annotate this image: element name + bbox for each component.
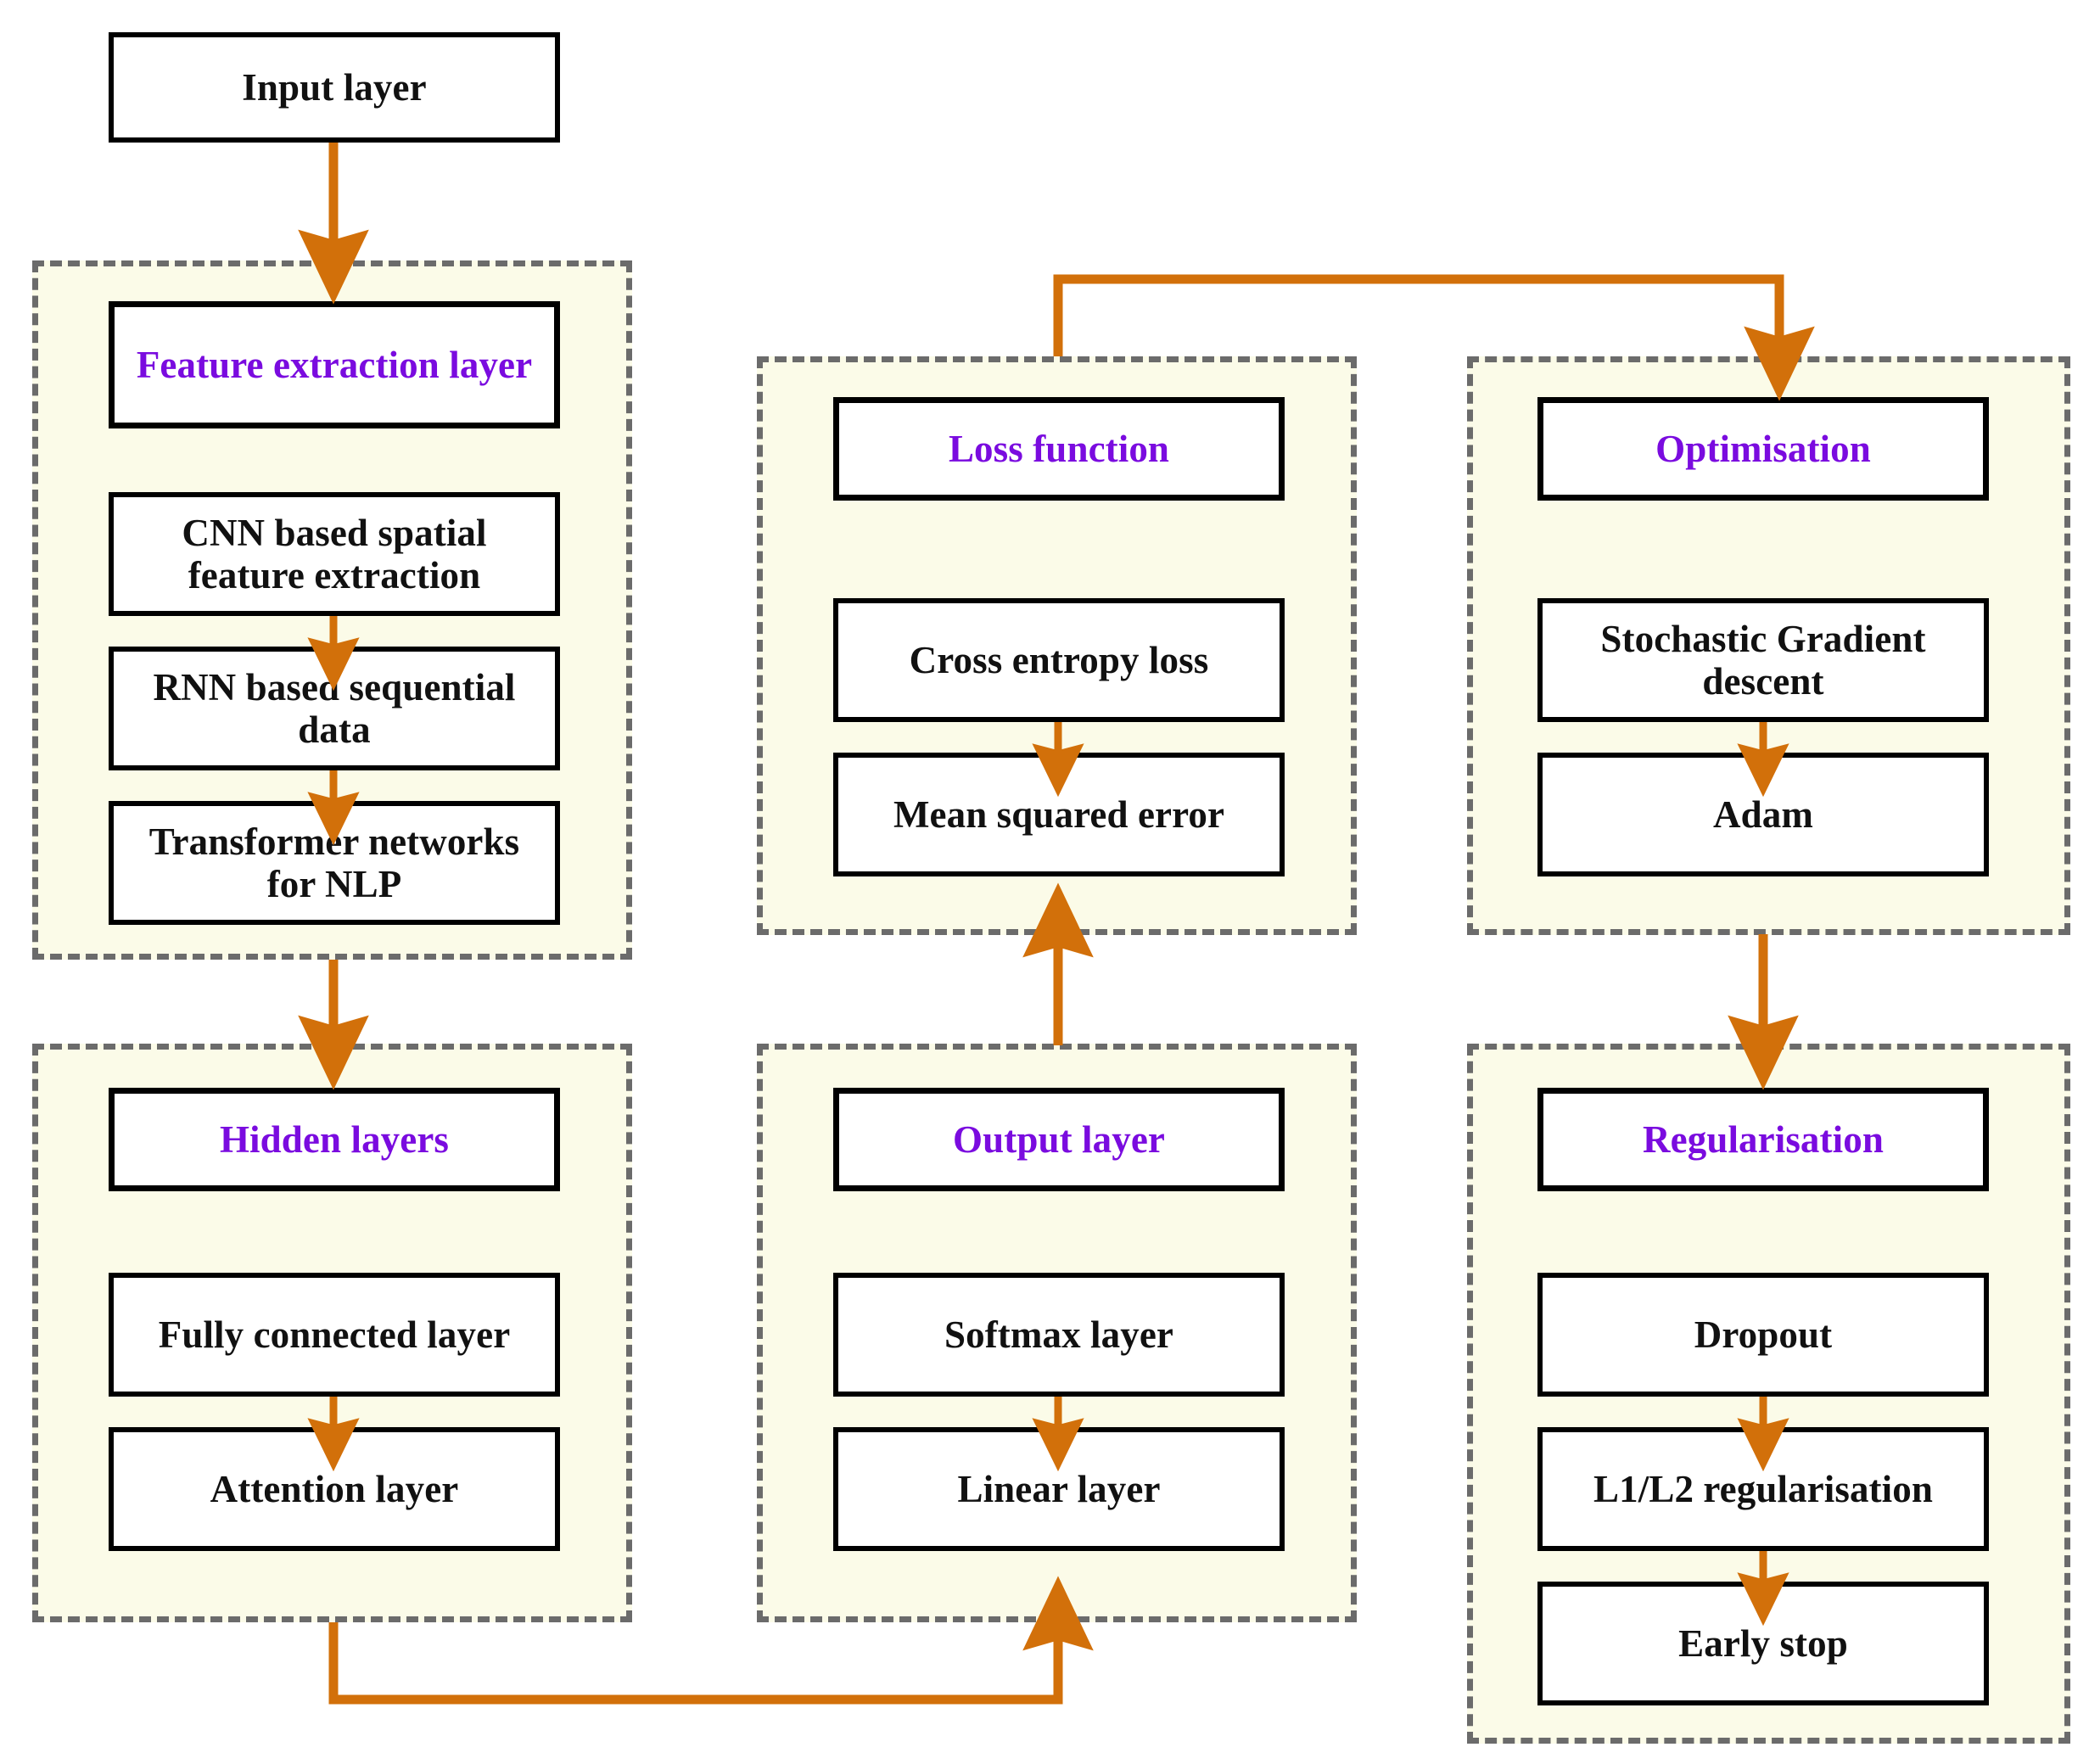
node-label: Transformer networks for NLP (148, 820, 520, 905)
node-label: Feature extraction layer (136, 343, 533, 386)
node-label: RNN based sequential data (153, 665, 516, 751)
node-feature-extraction-header[interactable]: Feature extraction layer (109, 301, 560, 428)
node-dropout[interactable]: Dropout (1537, 1273, 1989, 1397)
node-label: Cross entropy loss (909, 638, 1209, 681)
node-transformer-networks-nlp[interactable]: Transformer networks for NLP (109, 801, 560, 925)
node-label: Fully connected layer (158, 1313, 511, 1356)
node-rnn-sequential-data[interactable]: RNN based sequential data (109, 647, 560, 770)
node-label: Loss function (948, 427, 1170, 470)
node-label: Linear layer (957, 1467, 1161, 1510)
node-cnn-spatial-feature-extraction[interactable]: CNN based spatial feature extraction (109, 492, 560, 616)
node-label: Softmax layer (944, 1313, 1173, 1356)
node-label: Mean squared error (893, 792, 1225, 836)
node-label: Stochastic Gradient descent (1600, 617, 1926, 703)
node-optimisation-header[interactable]: Optimisation (1537, 397, 1989, 501)
node-softmax-layer[interactable]: Softmax layer (833, 1273, 1285, 1397)
arrow-hidden-to-output (328, 1576, 1094, 1705)
node-stochastic-gradient-descent[interactable]: Stochastic Gradient descent (1537, 598, 1989, 722)
node-fully-connected-layer[interactable]: Fully connected layer (109, 1273, 560, 1397)
node-linear-layer[interactable]: Linear layer (833, 1427, 1285, 1551)
node-loss-function-header[interactable]: Loss function (833, 397, 1285, 501)
node-cross-entropy-loss[interactable]: Cross entropy loss (833, 598, 1285, 722)
node-label: Output layer (953, 1117, 1165, 1161)
node-label: Regularisation (1643, 1117, 1884, 1161)
node-label: Early stop (1678, 1621, 1848, 1665)
node-early-stop[interactable]: Early stop (1537, 1582, 1989, 1705)
node-attention-layer[interactable]: Attention layer (109, 1427, 560, 1551)
node-label: Adam (1713, 792, 1813, 836)
node-regularisation-header[interactable]: Regularisation (1537, 1088, 1989, 1191)
node-adam[interactable]: Adam (1537, 753, 1989, 876)
node-l1-l2-regularisation[interactable]: L1/L2 regularisation (1537, 1427, 1989, 1551)
node-hidden-layers-header[interactable]: Hidden layers (109, 1088, 560, 1191)
node-label: Dropout (1694, 1313, 1833, 1356)
node-label: Optimisation (1655, 427, 1871, 470)
node-label: Attention layer (210, 1467, 459, 1510)
node-input-layer[interactable]: Input layer (109, 32, 560, 143)
node-label: L1/L2 regularisation (1593, 1467, 1933, 1510)
node-mean-squared-error[interactable]: Mean squared error (833, 753, 1285, 876)
node-label: Input layer (242, 65, 427, 109)
node-label: Hidden layers (219, 1117, 450, 1161)
node-label: CNN based spatial feature extraction (182, 511, 487, 596)
node-output-layer-header[interactable]: Output layer (833, 1088, 1285, 1191)
arrow-loss-to-optimisation (1053, 274, 1815, 401)
